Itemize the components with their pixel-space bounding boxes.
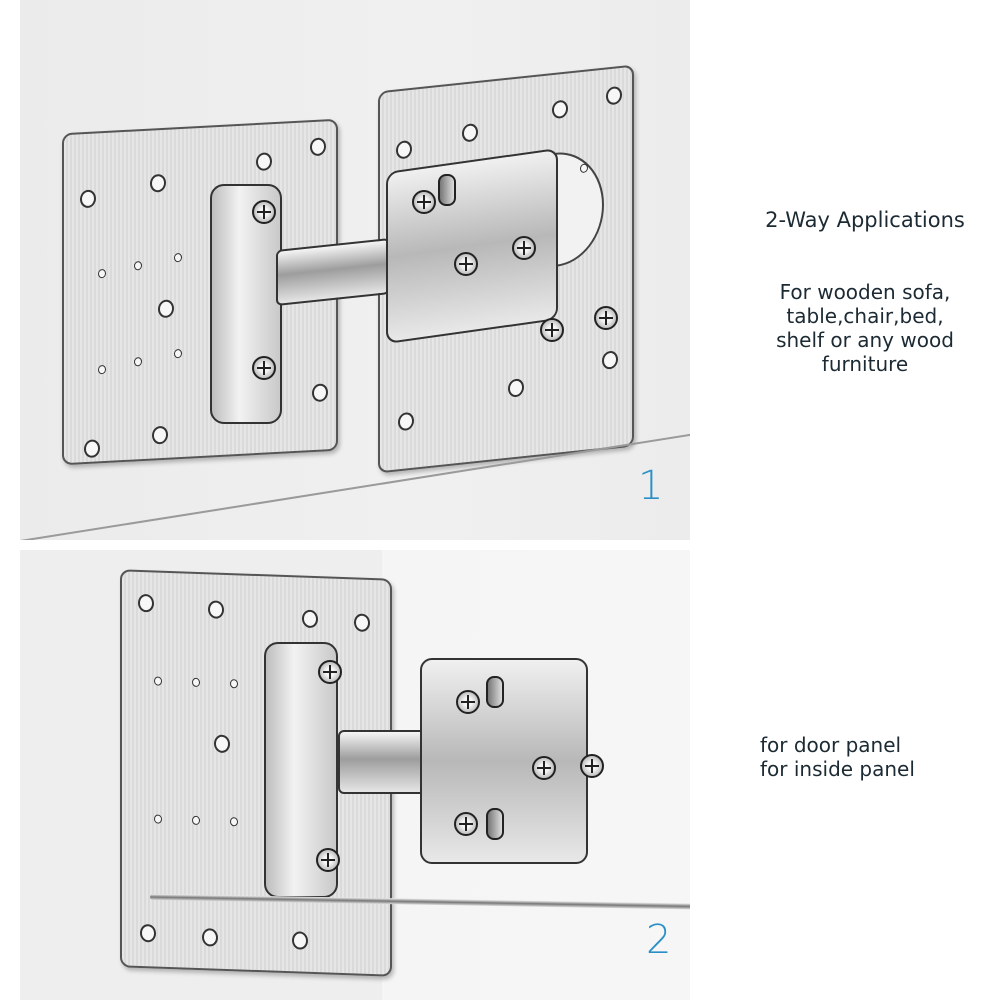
mount-hole-small: [134, 261, 142, 271]
adjust-slot: [438, 174, 456, 206]
mount-hole: [202, 928, 218, 947]
mount-hole-small: [98, 268, 106, 279]
screw-icon: [512, 236, 536, 260]
screw-icon: [594, 306, 618, 330]
panel-line: for inside panel: [760, 757, 915, 781]
mount-hole-small: [174, 252, 182, 263]
mount-hole: [354, 613, 370, 632]
product-photo-bottom: 2: [20, 550, 690, 1000]
product-photo-top: 1: [20, 0, 690, 540]
mount-hole: [80, 189, 96, 209]
mount-hole: [396, 139, 412, 160]
mount-hole-small: [230, 679, 238, 689]
screw-icon: [456, 690, 480, 714]
mount-hole: [214, 734, 230, 754]
mount-hole-small: [174, 348, 182, 359]
hinge-arm: [276, 238, 390, 306]
mount-hole-small: [192, 815, 200, 826]
screw-icon: [580, 754, 604, 778]
mount-hole: [552, 99, 568, 120]
mount-hole: [84, 439, 100, 459]
mount-hole-small: [192, 677, 200, 688]
mount-hole-small: [154, 814, 162, 824]
mount-hole: [208, 600, 224, 619]
mount-hole: [138, 593, 154, 613]
panel-line: for door panel: [760, 733, 902, 757]
mount-hole: [256, 152, 272, 172]
mount-hole-small: [134, 357, 142, 367]
mount-hole: [606, 85, 622, 106]
screw-icon: [252, 200, 276, 224]
screw-icon: [316, 848, 340, 872]
mount-hole: [152, 425, 168, 445]
screw-icon: [540, 318, 564, 342]
adjust-slot: [486, 676, 504, 708]
usage-line: For wooden sofa,: [779, 280, 951, 304]
adjust-slot: [486, 808, 504, 840]
usage-line: furniture: [821, 352, 909, 376]
mount-hole-small: [154, 676, 162, 686]
hinge-cup-plate: [210, 184, 282, 424]
screw-icon: [318, 660, 342, 684]
mount-hole: [140, 923, 156, 943]
usage-line: table,chair,bed,: [786, 304, 944, 328]
panel-usage-description: for door panel for inside panel: [760, 733, 970, 781]
mount-hole: [302, 609, 318, 629]
usage-line: shelf or any wood: [776, 328, 954, 352]
screw-icon: [252, 356, 276, 380]
mount-hole-small: [98, 364, 106, 375]
applications-heading: 2-Way Applications: [765, 208, 965, 232]
mount-hole: [462, 122, 478, 143]
screw-icon: [412, 190, 436, 214]
mount-hole: [312, 383, 328, 403]
mount-hole: [150, 173, 166, 193]
mount-hole: [310, 137, 326, 157]
step-number-2: 2: [646, 917, 672, 963]
usage-description: For wooden sofa, table,chair,bed, shelf …: [750, 280, 980, 376]
mount-hole: [398, 411, 414, 432]
mount-hole: [292, 931, 308, 950]
mount-hole-small: [230, 817, 238, 827]
screw-icon: [454, 252, 478, 276]
mount-hole: [158, 299, 174, 319]
screw-icon: [454, 812, 478, 836]
mount-hole: [508, 378, 524, 398]
screw-icon: [532, 756, 556, 780]
hinge-cup-plate: [264, 642, 338, 898]
mount-hole: [602, 350, 618, 370]
hinge-mounting-base: [420, 658, 588, 864]
step-number-1: 1: [638, 463, 664, 509]
